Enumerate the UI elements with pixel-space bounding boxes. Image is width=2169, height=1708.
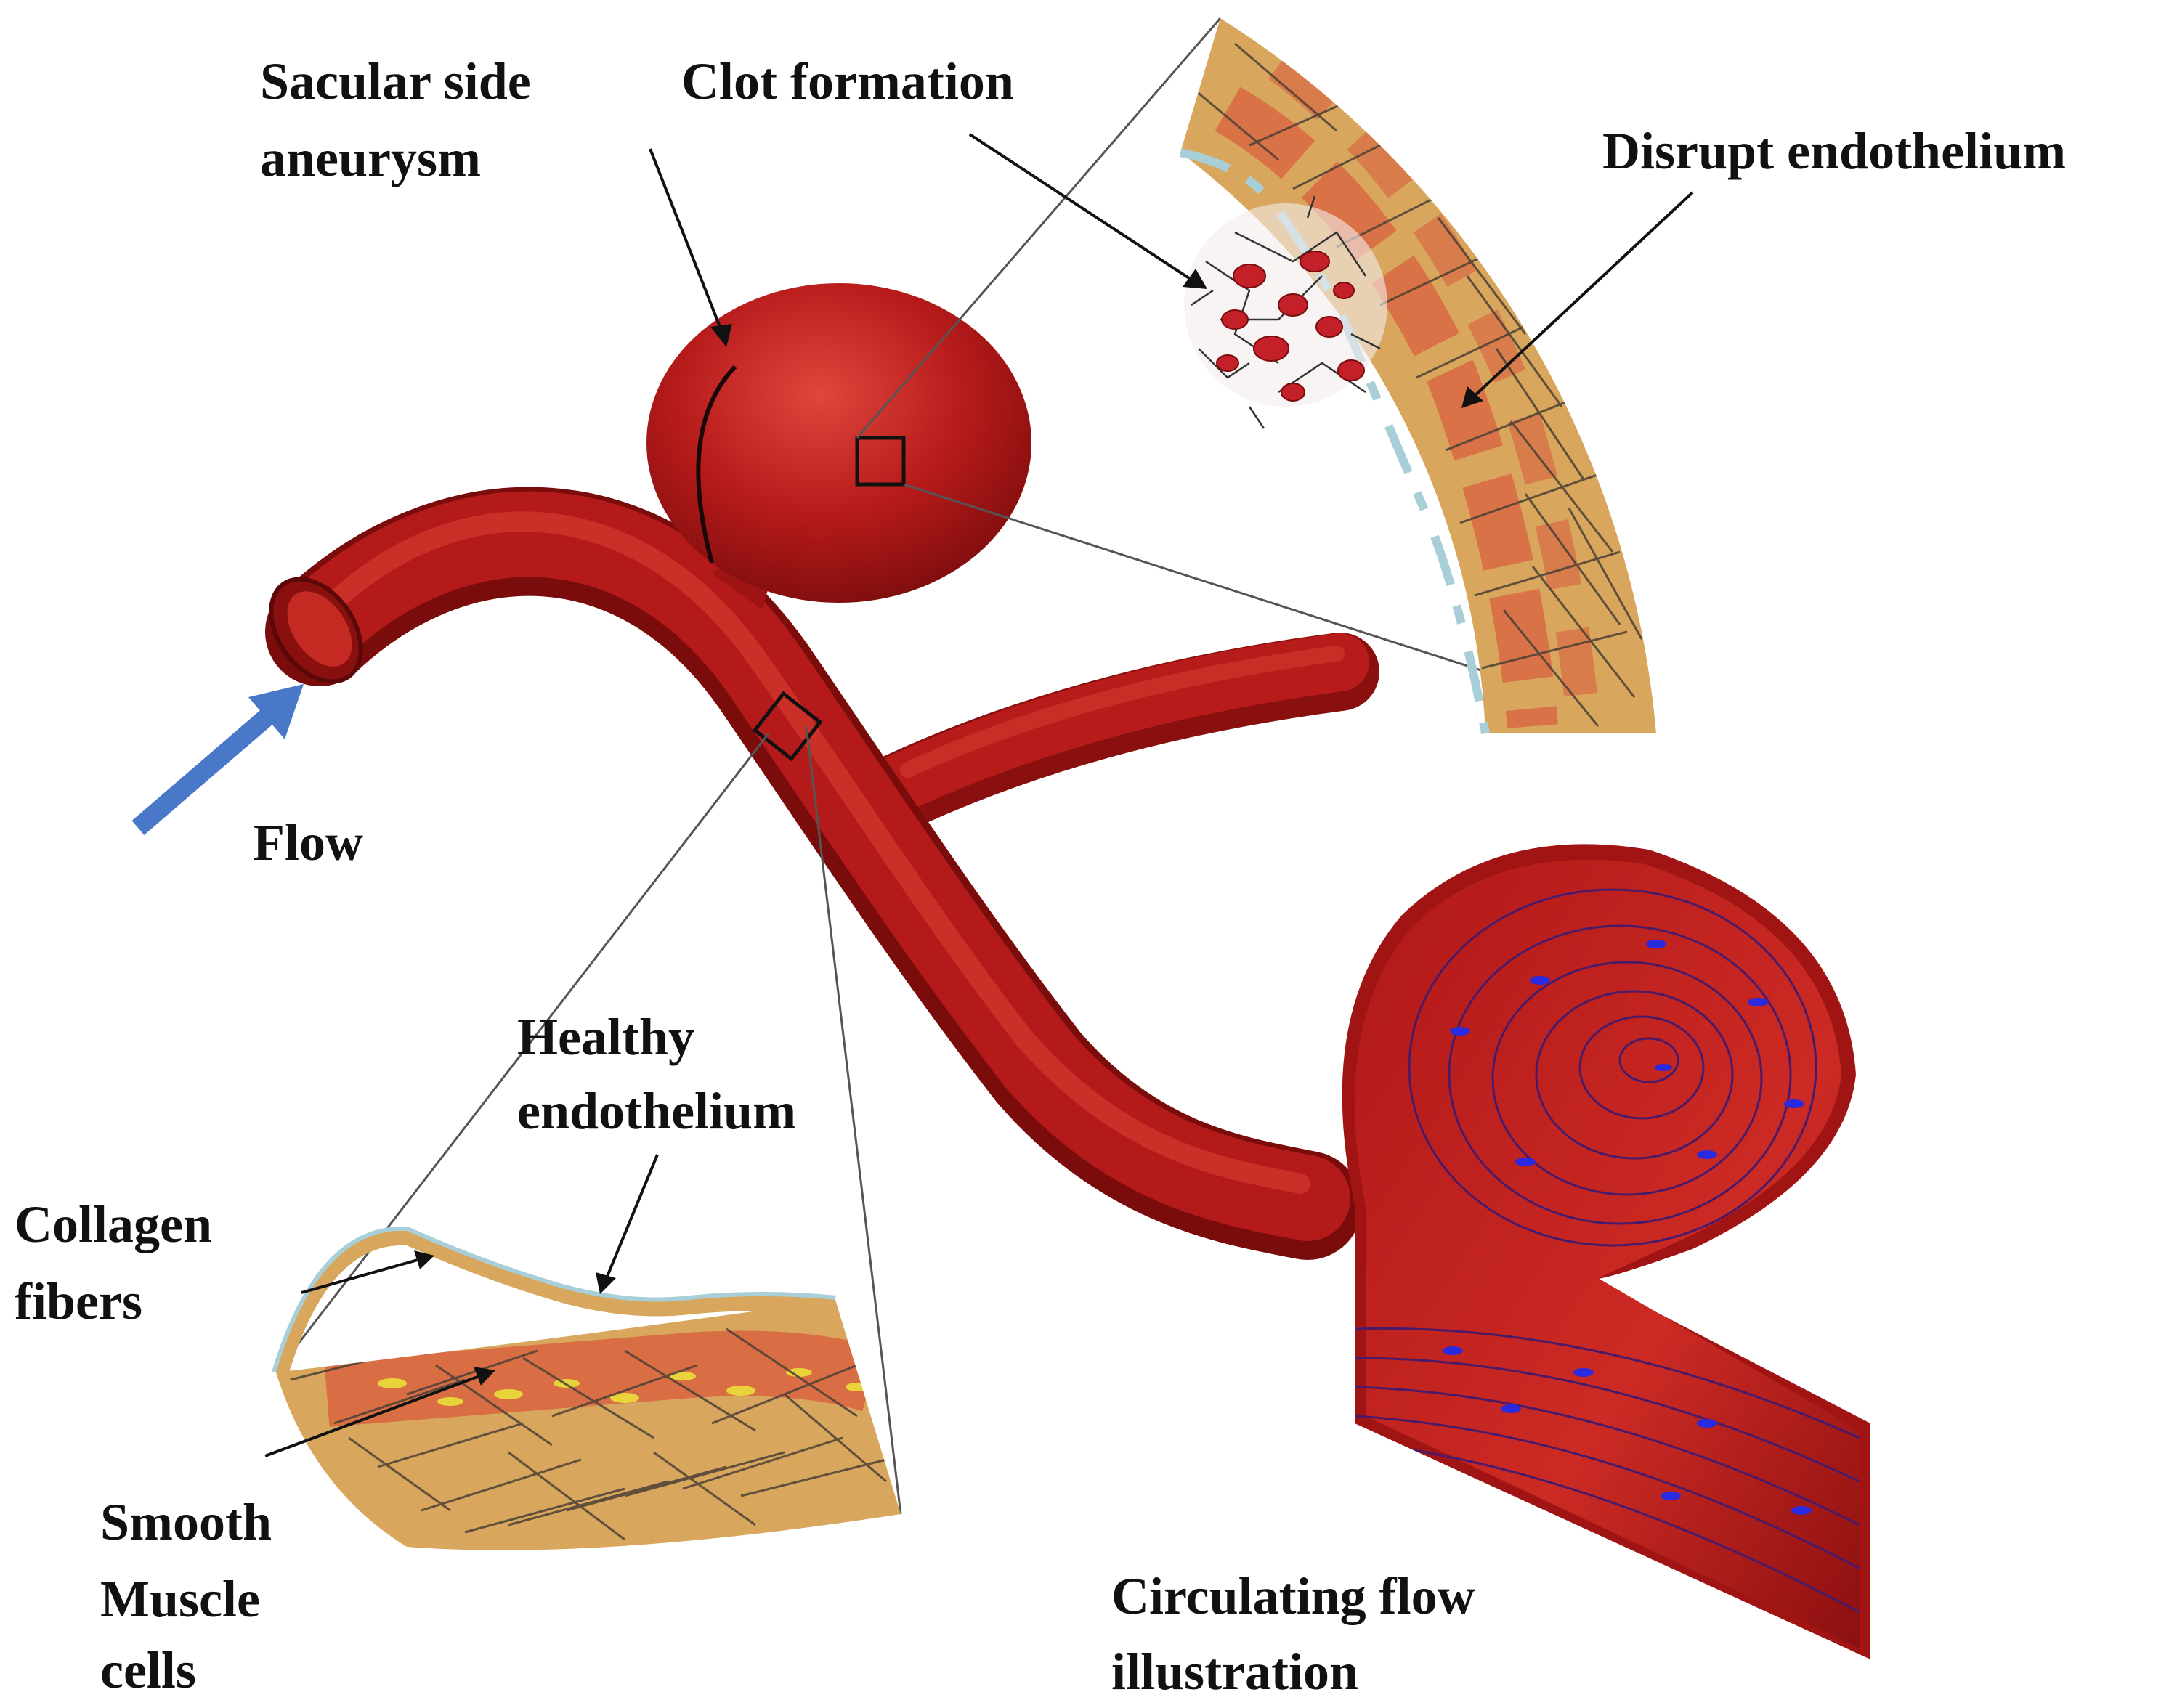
label-collagen-fibers-line1: Collagen xyxy=(15,1195,213,1253)
label-circulating-flow-line2: illustration xyxy=(1111,1643,1359,1701)
label-disrupt-endothelium: Disrupt endothelium xyxy=(1602,122,2067,180)
flow-direction-markers xyxy=(1443,940,1812,1515)
artery-model xyxy=(265,283,1379,1260)
label-smooth-muscle-cells-line3: cells xyxy=(100,1641,196,1699)
zoom-projection-lines xyxy=(275,17,1486,1515)
aneurysm-dome xyxy=(646,283,1031,603)
label-smooth-muscle-cells-line2: Muscle xyxy=(100,1570,260,1628)
flow-arrow-icon xyxy=(131,684,304,835)
label-healthy-endothelium-line2: endothelium xyxy=(517,1082,797,1140)
label-healthy-endothelium-line1: Healthy xyxy=(517,1008,694,1066)
label-sacular-side-aneurysm-line1: Sacular side xyxy=(260,52,531,110)
circulating-flow-inset xyxy=(1342,844,1870,1659)
healthy-wall-section xyxy=(272,1226,901,1550)
label-collagen-fibers-line2: fibers xyxy=(15,1272,142,1330)
label-circulating-flow-line1: Circulating flow xyxy=(1111,1567,1475,1625)
label-sacular-side-aneurysm-line2: aneurysm xyxy=(260,129,481,187)
dome-zoom-marker xyxy=(855,436,906,487)
wall-zoom-marker xyxy=(752,691,823,762)
label-flow: Flow xyxy=(253,813,363,871)
label-pointers xyxy=(264,133,1694,1457)
disrupted-wall-section xyxy=(1179,18,1656,735)
label-clot-formation: Clot formation xyxy=(681,52,1014,110)
clot-formation xyxy=(1184,195,1387,429)
parent-artery xyxy=(265,487,1362,1260)
label-smooth-muscle-cells-line1: Smooth xyxy=(100,1493,272,1551)
